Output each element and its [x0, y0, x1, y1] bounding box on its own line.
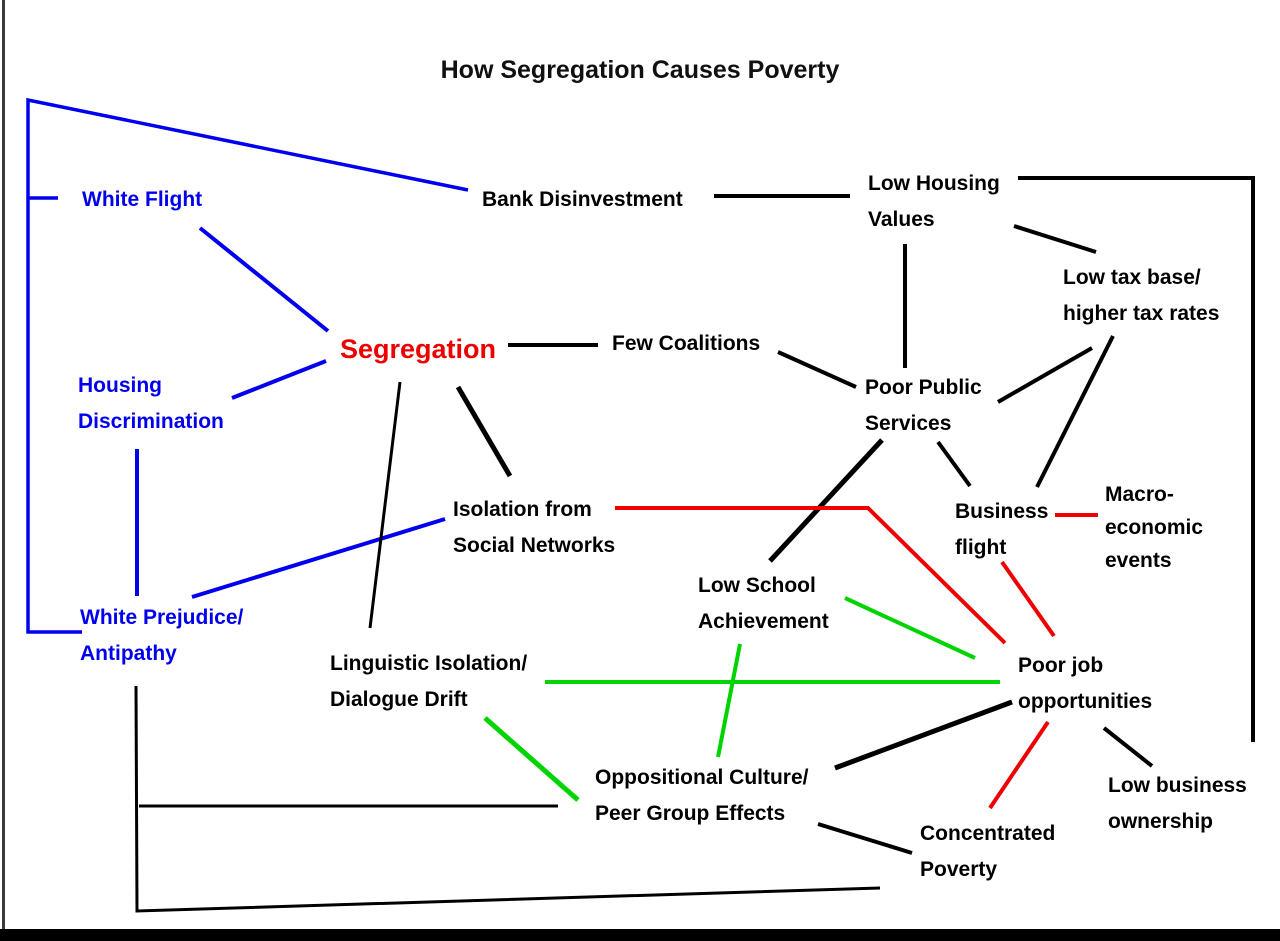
- left-border-line: [2, 0, 5, 941]
- edge-low-business-ownership-poor-job: [1102, 726, 1154, 768]
- node-low-school-achievement: Low School Achievement: [698, 574, 829, 633]
- edge-concentrated-poverty-white-prejudice: [134, 685, 881, 913]
- edge-white-flight-segregation: [198, 226, 330, 333]
- node-poor-public-services: Poor Public Services: [865, 376, 982, 435]
- edge-concentrated-poverty-oppositional-culture: [817, 822, 913, 855]
- edge-white-prejudice-isolation: [191, 517, 446, 599]
- edge-segregation-isolation: [455, 385, 513, 478]
- node-concentrated-poverty: Concentrated Poverty: [920, 822, 1056, 881]
- bottom-border-bar: [0, 929, 1280, 941]
- node-oppositional-culture: Oppositional Culture/ Peer Group Effects: [595, 766, 809, 825]
- edge-segregation-linguistic-isolation: [368, 381, 402, 629]
- edge-poor-public-services-low-tax-base: [997, 346, 1093, 404]
- node-white-prejudice: White Prejudice/ Antipathy: [80, 606, 244, 665]
- node-white-flight: White Flight: [82, 188, 203, 211]
- node-business-flight: Business flight: [955, 500, 1049, 559]
- edge-business-flight-poor-job: [1000, 560, 1056, 638]
- node-housing-discrimination: Housing Discrimination: [78, 374, 224, 433]
- edge-oppositional-culture-linguistic-isolation: [483, 716, 580, 802]
- node-bank-disinvestment: Bank Disinvestment: [482, 188, 683, 211]
- edge-few-coalitions-poor-public-services: [777, 350, 857, 389]
- edge-poor-public-services-business-flight: [936, 440, 972, 488]
- node-low-business-ownership: Low business ownership: [1108, 774, 1247, 833]
- node-low-housing-values: Low Housing Values: [868, 172, 1000, 231]
- edge-low-housing-values-low-business-ownership: [1018, 176, 1255, 742]
- edge-poor-public-services-low-school-achievement: [768, 438, 884, 563]
- edge-low-housing-values-low-tax-base: [1013, 224, 1097, 254]
- diagram-title: How Segregation Causes Poverty: [440, 56, 840, 84]
- edge-isolation-poor-job: [615, 506, 1007, 645]
- node-segregation: Segregation: [340, 334, 497, 364]
- edge-poor-job-concentrated-poverty: [988, 720, 1050, 810]
- edge-business-flight-low-tax-base: [1035, 335, 1115, 488]
- edge-low-school-achievement-poor-job: [844, 596, 976, 660]
- edge-oppositional-culture-low-school-achievement: [716, 643, 742, 758]
- node-linguistic-isolation: Linguistic Isolation/ Dialogue Drift: [330, 652, 528, 711]
- node-poor-job-opportunities: Poor job opportunities: [1018, 654, 1153, 713]
- node-isolation-social-networks: Isolation from Social Networks: [453, 498, 616, 557]
- edge-white-prejudice-bank-disinvestment: [26, 97, 469, 634]
- edge-housing-discrimination-segregation: [231, 359, 327, 400]
- node-macro-events: Macro- economic events: [1105, 483, 1204, 572]
- node-few-coalitions: Few Coalitions: [612, 332, 761, 355]
- edge-poor-job-oppositional-culture: [834, 699, 1013, 771]
- node-low-tax-base: Low tax base/ higher tax rates: [1063, 266, 1220, 325]
